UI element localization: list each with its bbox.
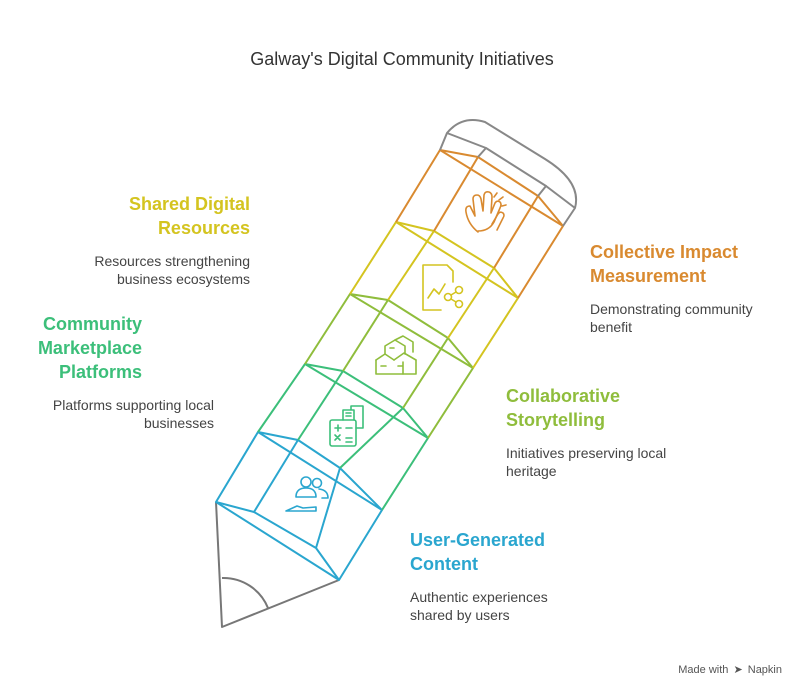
section-heading: Community Marketplace Platforms bbox=[37, 314, 142, 382]
section-shared-digital-resources: Shared Digital Resources Resources stren… bbox=[10, 192, 250, 288]
section-community-marketplace-platforms: Community Marketplace Platforms bbox=[0, 312, 142, 384]
section-description: Demonstrating community benefit bbox=[590, 301, 753, 335]
napkin-logo-icon: ➤ bbox=[733, 664, 743, 676]
pencil-eraser bbox=[439, 119, 578, 227]
section-heading: Collective Impact Measurement bbox=[590, 242, 739, 286]
section-description: Authentic experiences shared by users bbox=[410, 589, 548, 623]
analytics-share-icon bbox=[422, 264, 464, 311]
section-collective-impact-measurement: Collective Impact Measurement Demonstrat… bbox=[590, 240, 800, 336]
segment-shared-digital-resources bbox=[349, 221, 519, 369]
pencil-tip bbox=[215, 501, 340, 628]
made-with-label: Made with bbox=[678, 664, 729, 676]
calculator-building-icon bbox=[329, 405, 364, 447]
section-heading: Shared Digital Resources bbox=[128, 194, 250, 238]
section-user-generated-content: User-Generated Content Authentic experie… bbox=[410, 528, 650, 624]
segment-community-marketplace bbox=[257, 363, 429, 511]
clapping-hands-icon bbox=[465, 191, 507, 233]
users-icon bbox=[285, 476, 329, 512]
diagram-title: Galway's Digital Community Initiatives bbox=[250, 49, 554, 69]
section-community-marketplace-description: Platforms supporting local businesses bbox=[0, 396, 214, 432]
section-heading: User-Generated Content bbox=[410, 530, 546, 574]
made-with-footer: Made with ➤ Napkin bbox=[678, 663, 782, 676]
section-heading: Collaborative Storytelling bbox=[506, 386, 621, 430]
section-collaborative-storytelling: Collaborative Storytelling Initiatives p… bbox=[506, 384, 746, 480]
section-description: Platforms supporting local businesses bbox=[52, 397, 214, 431]
houses-icon bbox=[375, 335, 417, 375]
napkin-brand: Napkin bbox=[747, 664, 782, 676]
segment-collaborative-storytelling bbox=[304, 293, 474, 439]
section-description: Resources strengthening business ecosyst… bbox=[94, 253, 250, 287]
segment-collective-impact bbox=[395, 149, 564, 299]
section-description: Initiatives preserving local heritage bbox=[506, 445, 667, 479]
